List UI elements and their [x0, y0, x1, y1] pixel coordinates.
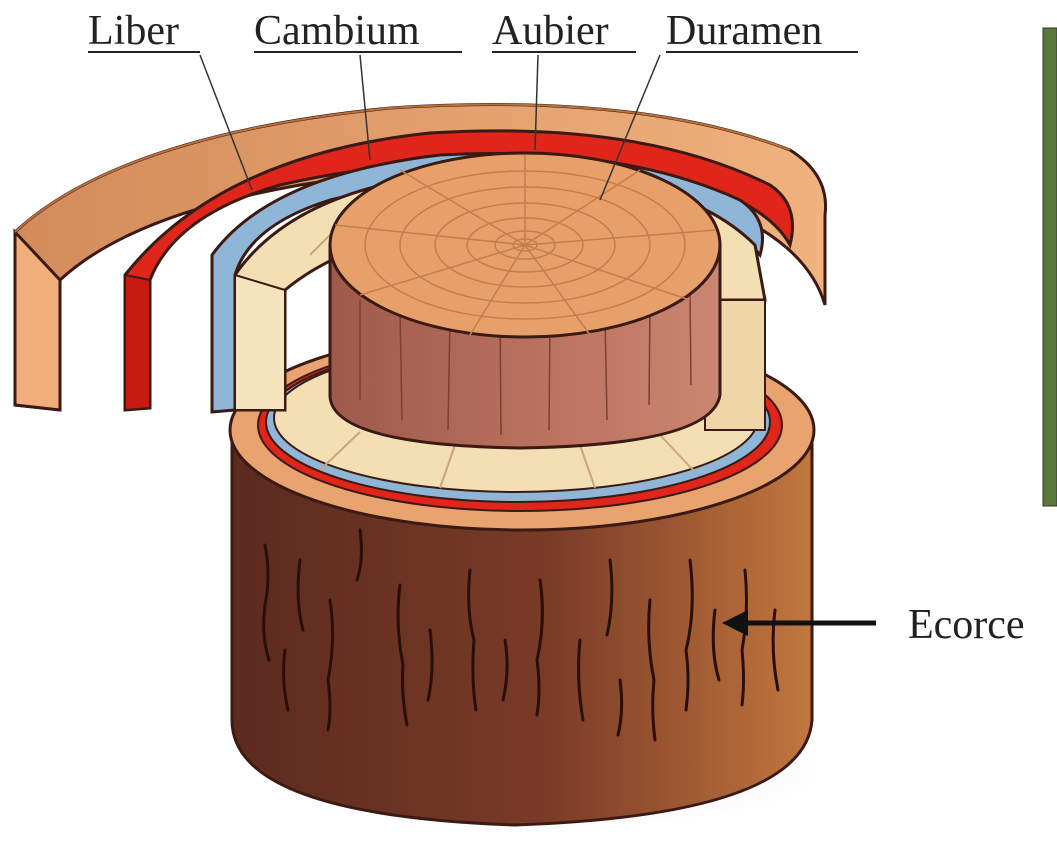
photo-strip [1043, 28, 1057, 506]
label-ecorce: Ecorce [908, 602, 1025, 648]
label-aubier: Aubier [492, 8, 609, 54]
label-liber: Liber [88, 8, 179, 54]
label-cambium: Cambium [254, 8, 420, 54]
duramen-cylinder [330, 153, 720, 448]
label-duramen: Duramen [666, 8, 822, 54]
